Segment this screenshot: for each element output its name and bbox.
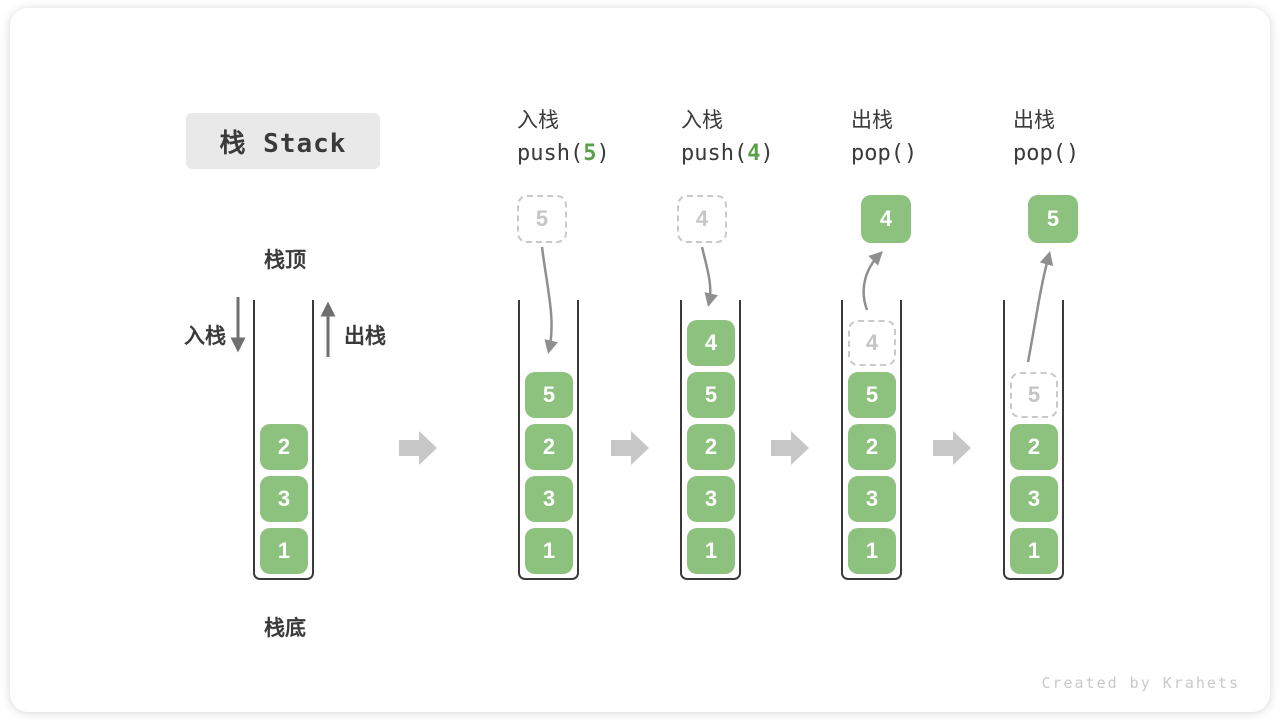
stack-top-label: 栈顶 <box>264 249 306 272</box>
stack-bottom-label: 栈底 <box>264 617 306 640</box>
code-pre: push( <box>681 141 748 166</box>
operation-label: 出栈 <box>851 109 893 132</box>
stack-cell: 1 <box>1010 528 1058 574</box>
operation-header-push-4: 入栈 push(4) <box>681 106 841 172</box>
stack-cell: 2 <box>260 424 308 470</box>
code-post: ) <box>596 141 610 166</box>
stack-cell: 1 <box>848 528 896 574</box>
floating-value-pop-4: 4 <box>861 195 911 243</box>
operation-code: push(5) <box>517 136 677 172</box>
watermark: Created by Krahets <box>1041 674 1240 692</box>
stack-cell: 3 <box>687 476 735 522</box>
floating-value-pop-5: 5 <box>1028 195 1078 243</box>
stack-cell: 5 <box>848 372 896 418</box>
stack-cell-popped: 4 <box>848 320 896 366</box>
pop-direction-label: 出栈 <box>344 325 386 348</box>
code-pre: pop( <box>1013 141 1066 166</box>
operation-code: push(4) <box>681 136 841 172</box>
stack-cell-popped: 5 <box>1010 372 1058 418</box>
operation-code: pop() <box>851 136 1011 172</box>
operation-header-push-5: 入栈 push(5) <box>517 106 677 172</box>
stack-cell: 3 <box>848 476 896 522</box>
operation-label: 入栈 <box>681 109 723 132</box>
push-direction-label: 入栈 <box>184 325 226 348</box>
operation-header-pop-5: 出栈 pop() <box>1013 106 1173 172</box>
operation-label: 出栈 <box>1013 109 1055 132</box>
code-pre: pop( <box>851 141 904 166</box>
stack-cell: 2 <box>1010 424 1058 470</box>
code-post: ) <box>1065 141 1080 166</box>
title-text: 栈 Stack <box>219 128 347 159</box>
stack-cell: 3 <box>525 476 573 522</box>
stack-cell: 3 <box>1010 476 1058 522</box>
code-arg: 4 <box>747 141 761 166</box>
stack-cell: 1 <box>687 528 735 574</box>
operation-header-pop-4: 出栈 pop() <box>851 106 1011 172</box>
operation-label: 入栈 <box>517 109 559 132</box>
stack-cell: 5 <box>687 372 735 418</box>
stack-cell: 5 <box>525 372 573 418</box>
operation-code: pop() <box>1013 136 1173 172</box>
stack-cell: 3 <box>260 476 308 522</box>
stack-cell: 2 <box>525 424 573 470</box>
code-pre: push( <box>517 141 584 166</box>
code-post: ) <box>903 141 918 166</box>
stack-cell: 2 <box>848 424 896 470</box>
stack-cell: 4 <box>687 320 735 366</box>
floating-value-push-5: 5 <box>517 195 567 243</box>
stack-cell: 2 <box>687 424 735 470</box>
code-arg: 5 <box>583 141 597 166</box>
title-badge: 栈 Stack <box>186 113 380 169</box>
stack-cell: 1 <box>525 528 573 574</box>
stack-cell: 1 <box>260 528 308 574</box>
floating-value-push-4: 4 <box>677 195 727 243</box>
code-post: ) <box>760 141 774 166</box>
